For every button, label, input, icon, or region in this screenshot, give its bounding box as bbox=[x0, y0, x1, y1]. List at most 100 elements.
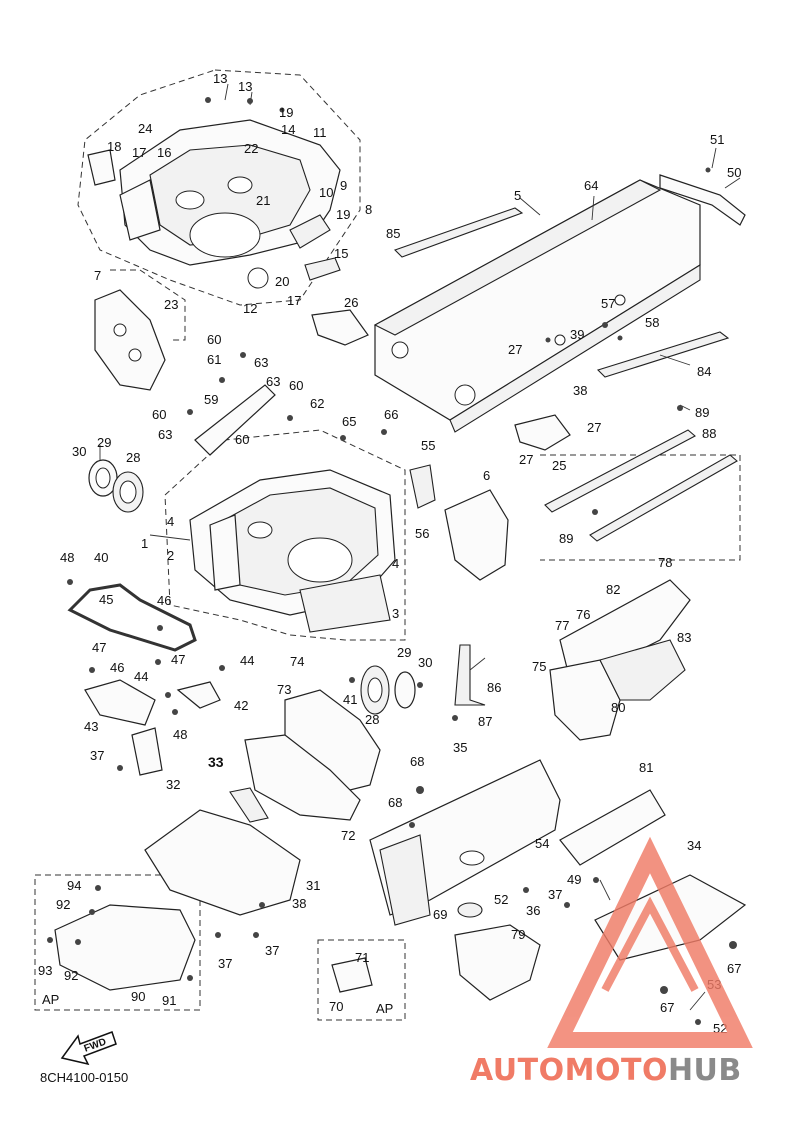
callout-78: 78 bbox=[658, 555, 672, 570]
callout-39: 39 bbox=[570, 327, 584, 342]
callout-12: 12 bbox=[243, 301, 257, 316]
callout-31: 31 bbox=[306, 878, 320, 893]
callout-60: 60 bbox=[152, 407, 166, 422]
callout-94: 94 bbox=[67, 878, 81, 893]
grommet-69 bbox=[457, 902, 483, 918]
callout-80: 80 bbox=[611, 700, 625, 715]
callout-3: 3 bbox=[392, 606, 399, 621]
callout-6: 6 bbox=[483, 468, 490, 483]
assembly-boundary-lines bbox=[34, 69, 741, 1021]
cover-80 bbox=[599, 639, 686, 701]
callout-59: 59 bbox=[204, 392, 218, 407]
callout-60: 60 bbox=[289, 378, 303, 393]
callout-8: 8 bbox=[365, 202, 372, 217]
callout-70: 70 bbox=[329, 999, 343, 1014]
callout-81: 81 bbox=[639, 760, 653, 775]
callout-25: 25 bbox=[552, 458, 566, 473]
bracket-86 bbox=[454, 644, 486, 706]
callout-23: 23 bbox=[164, 297, 178, 312]
callout-51: 51 bbox=[710, 132, 724, 147]
callout-55: 55 bbox=[421, 438, 435, 453]
callout-82: 82 bbox=[606, 582, 620, 597]
callout-20: 20 bbox=[275, 274, 289, 289]
callout-24: 24 bbox=[138, 121, 152, 136]
callout-50: 50 bbox=[727, 165, 741, 180]
bracket-50 bbox=[659, 174, 746, 226]
callout-79: 79 bbox=[511, 927, 525, 942]
callout-52: 52 bbox=[494, 892, 508, 907]
bracket-6 bbox=[444, 489, 509, 581]
callout-63: 63 bbox=[158, 427, 172, 442]
callout-46: 46 bbox=[157, 593, 171, 608]
callout-76: 76 bbox=[576, 607, 590, 622]
callout-32: 32 bbox=[166, 777, 180, 792]
callout-48: 48 bbox=[60, 550, 74, 565]
callout-4: 4 bbox=[392, 556, 399, 571]
callout-87: 87 bbox=[478, 714, 492, 729]
callout-89: 89 bbox=[559, 531, 573, 546]
callout-64: 64 bbox=[584, 178, 598, 193]
fwd-arrow-icon: FWD bbox=[60, 1031, 117, 1066]
callout-58: 58 bbox=[645, 315, 659, 330]
diagram-code: 8CH4100-0150 bbox=[40, 1070, 128, 1085]
callout-45: 45 bbox=[99, 592, 113, 607]
callout-88: 88 bbox=[702, 426, 716, 441]
callout-66: 66 bbox=[384, 407, 398, 422]
callout-10: 10 bbox=[319, 185, 333, 200]
callout-72: 72 bbox=[341, 828, 355, 843]
panel-72 bbox=[244, 734, 361, 821]
callout-60: 60 bbox=[207, 332, 221, 347]
callout-1: 1 bbox=[141, 536, 148, 551]
callout-73: 73 bbox=[277, 682, 291, 697]
tunnel-frame-5 bbox=[373, 179, 701, 433]
callout-92: 92 bbox=[64, 968, 78, 983]
callout-48: 48 bbox=[173, 727, 187, 742]
callout-60: 60 bbox=[235, 432, 249, 447]
callout-37: 37 bbox=[265, 943, 279, 958]
callout-43: 43 bbox=[84, 719, 98, 734]
callout-44: 44 bbox=[240, 653, 254, 668]
callout-26: 26 bbox=[344, 295, 358, 310]
callout-91: 91 bbox=[162, 993, 176, 1008]
ap-label: AP bbox=[42, 992, 59, 1007]
callout-93: 93 bbox=[38, 963, 52, 978]
bracket-7 bbox=[94, 289, 166, 391]
callout-15: 15 bbox=[334, 246, 348, 261]
callout-36: 36 bbox=[526, 903, 540, 918]
callout-68: 68 bbox=[388, 795, 402, 810]
callout-61: 61 bbox=[207, 352, 221, 367]
callout-38: 38 bbox=[292, 896, 306, 911]
callout-90: 90 bbox=[131, 989, 145, 1004]
callout-30: 30 bbox=[72, 444, 86, 459]
callout-38: 38 bbox=[573, 383, 587, 398]
callout-54: 54 bbox=[535, 836, 549, 851]
callout-27: 27 bbox=[587, 420, 601, 435]
callout-34: 34 bbox=[687, 838, 701, 853]
callout-17: 17 bbox=[287, 293, 301, 308]
grab-bar-40 bbox=[67, 583, 197, 652]
panel-79 bbox=[454, 924, 541, 1001]
bracket-26 bbox=[311, 309, 369, 346]
boot-28-mid bbox=[360, 665, 416, 715]
callout-21: 21 bbox=[256, 193, 270, 208]
callout-37: 37 bbox=[90, 748, 104, 763]
callout-67: 67 bbox=[660, 1000, 674, 1015]
callout-92: 92 bbox=[56, 897, 70, 912]
callout-30: 30 bbox=[418, 655, 432, 670]
callout-86: 86 bbox=[487, 680, 501, 695]
callout-19: 19 bbox=[336, 207, 350, 222]
callout-71: 71 bbox=[355, 950, 369, 965]
callout-68: 68 bbox=[410, 754, 424, 769]
watermark-logo bbox=[547, 836, 753, 1048]
callout-65: 65 bbox=[342, 414, 356, 429]
callout-27: 27 bbox=[519, 452, 533, 467]
callout-63: 63 bbox=[266, 374, 280, 389]
callout-42: 42 bbox=[234, 698, 248, 713]
callout-77: 77 bbox=[555, 618, 569, 633]
callout-46: 46 bbox=[110, 660, 124, 675]
callout-35: 35 bbox=[453, 740, 467, 755]
callout-74: 74 bbox=[290, 654, 304, 669]
rails-88 bbox=[544, 429, 738, 542]
bracket-55 bbox=[409, 464, 436, 509]
callout-9: 9 bbox=[340, 178, 347, 193]
